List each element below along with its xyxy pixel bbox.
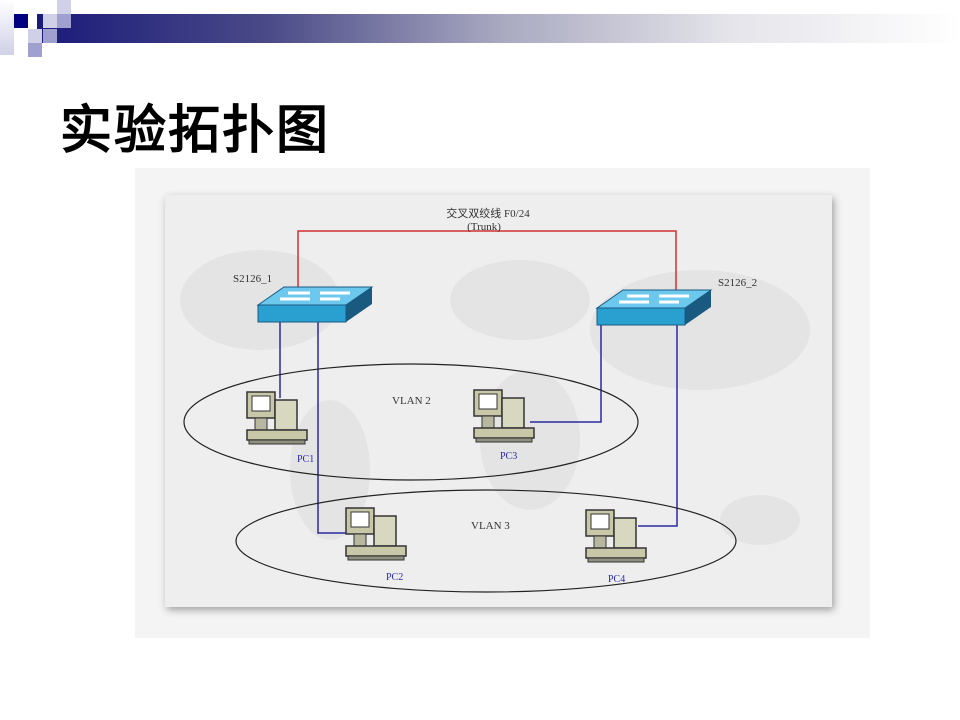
deco-square xyxy=(28,29,42,43)
header-gradient-bar xyxy=(37,14,960,43)
deco-square xyxy=(43,14,57,28)
deco-square xyxy=(57,0,71,14)
vlan3-ellipse xyxy=(235,489,737,593)
deco-square xyxy=(43,29,57,43)
trunk-sublabel: (Trunk) xyxy=(467,221,501,233)
deco-square xyxy=(14,14,28,28)
vlan2-label: VLAN 2 xyxy=(392,395,431,407)
slide-title: 实验拓扑图 xyxy=(60,101,331,161)
vlan2-ellipse xyxy=(183,363,639,481)
pc4-label: PC4 xyxy=(608,574,625,585)
switch1-label: S2126_1 xyxy=(233,273,272,285)
pc3-label: PC3 xyxy=(500,451,517,462)
deco-square xyxy=(0,0,14,55)
trunk-label: 交叉双绞线 F0/24 xyxy=(446,206,530,220)
switch2-label: S2126_2 xyxy=(718,277,757,289)
link-sw2-pc3 xyxy=(530,325,602,423)
deco-square xyxy=(28,43,42,57)
pc2-label: PC2 xyxy=(386,572,403,583)
link-sw1-pc2 xyxy=(317,322,352,534)
trunk-link xyxy=(297,230,677,292)
pc1-label: PC1 xyxy=(297,454,314,465)
link-sw2-pc4 xyxy=(638,325,678,527)
vlan3-label: VLAN 3 xyxy=(471,520,510,532)
deco-square xyxy=(57,14,71,28)
